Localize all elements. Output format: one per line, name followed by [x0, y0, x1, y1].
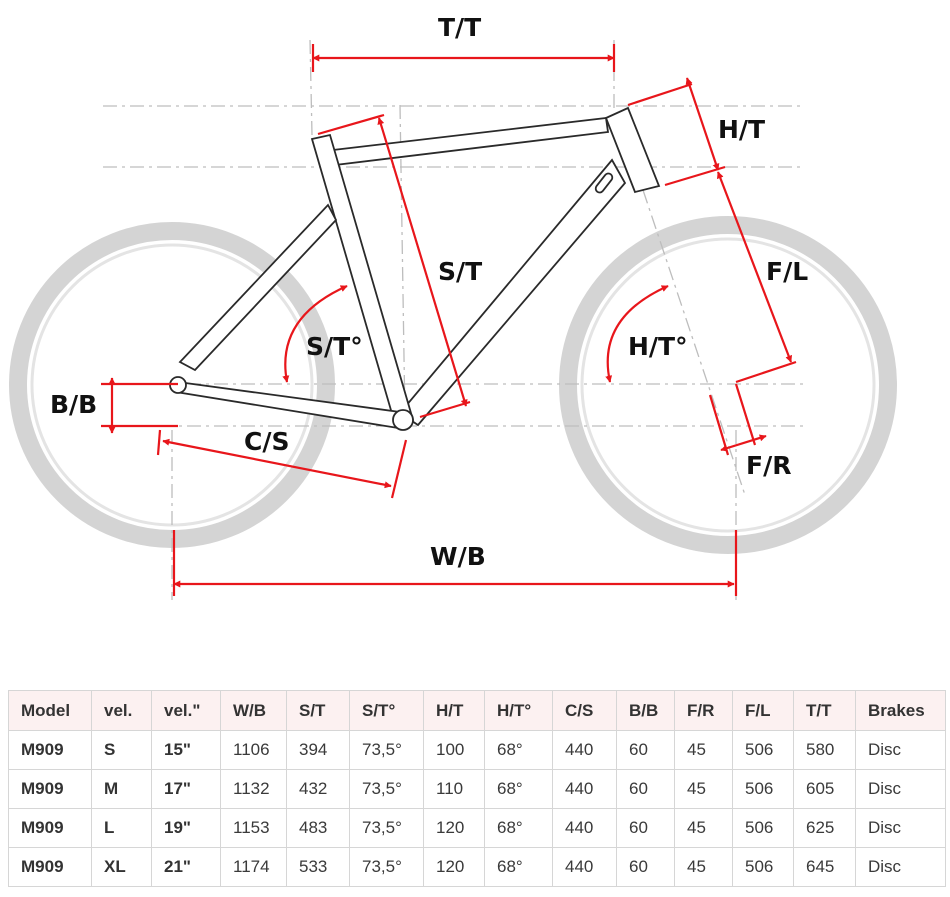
- table-cell: M909: [8, 808, 92, 848]
- label-ht: H/T: [718, 115, 765, 144]
- seat-stay: [178, 203, 338, 372]
- table-cell: 60: [616, 847, 675, 887]
- table-cell: 110: [423, 769, 485, 809]
- label-ht-angle: H/T°: [628, 332, 688, 361]
- table-cell: Disc: [855, 847, 946, 887]
- label-fl: F/L: [766, 257, 808, 286]
- table-cell: 73,5°: [349, 730, 424, 770]
- table-cell: 15": [151, 730, 221, 770]
- label-st-angle: S/T°: [306, 332, 363, 361]
- head-tube: [604, 106, 661, 194]
- table-cell: 45: [674, 769, 733, 809]
- column-header: S/T: [286, 690, 350, 731]
- table-cell: 440: [552, 730, 617, 770]
- table-cell: 605: [793, 769, 856, 809]
- label-fr: F/R: [746, 451, 791, 480]
- label-st: S/T: [438, 257, 482, 286]
- table-cell: 17": [151, 769, 221, 809]
- column-header: H/T°: [484, 690, 553, 731]
- table-cell: 73,5°: [349, 769, 424, 809]
- table-cell: 506: [732, 847, 794, 887]
- table-cell: 506: [732, 769, 794, 809]
- column-header: T/T: [793, 690, 856, 731]
- column-header: F/L: [732, 690, 794, 731]
- column-header: B/B: [616, 690, 675, 731]
- table-cell: 440: [552, 847, 617, 887]
- column-header: S/T°: [349, 690, 424, 731]
- dimension-lines: [101, 44, 797, 596]
- table-cell: 100: [423, 730, 485, 770]
- table-cell: 68°: [484, 769, 553, 809]
- table-cell: 440: [552, 769, 617, 809]
- table-cell: 21": [151, 847, 221, 887]
- table-cell: 60: [616, 808, 675, 848]
- bike-geometry-diagram: T/T H/T S/T F/L S/T° H/T° B/B C/S F/R W/…: [9, 13, 897, 600]
- table-cell: 60: [616, 769, 675, 809]
- table-cell: Disc: [855, 808, 946, 848]
- table-cell: 45: [674, 730, 733, 770]
- front-wheel: [559, 216, 897, 554]
- column-header: Brakes: [855, 690, 946, 731]
- table-cell: L: [91, 808, 152, 848]
- table-cell: 45: [674, 808, 733, 848]
- column-header: H/T: [423, 690, 485, 731]
- table-cell: 19": [151, 808, 221, 848]
- table-cell: M909: [8, 847, 92, 887]
- table-cell: 120: [423, 808, 485, 848]
- label-bb: B/B: [50, 390, 97, 419]
- top-tube: [331, 117, 610, 167]
- table-cell: 1153: [220, 808, 287, 848]
- table-cell: 68°: [484, 808, 553, 848]
- column-header: C/S: [552, 690, 617, 731]
- column-header: vel.: [91, 690, 152, 731]
- table-cell: M: [91, 769, 152, 809]
- table-cell: 506: [732, 730, 794, 770]
- table-cell: 68°: [484, 847, 553, 887]
- column-header: vel.": [151, 690, 221, 731]
- table-cell: 120: [423, 847, 485, 887]
- table-cell: Disc: [855, 730, 946, 770]
- table-cell: 506: [732, 808, 794, 848]
- table-cell: 483: [286, 808, 350, 848]
- table-cell: XL: [91, 847, 152, 887]
- table-cell: 1174: [220, 847, 287, 887]
- bike-frame: [169, 106, 661, 431]
- column-header: F/R: [674, 690, 733, 731]
- table-cell: 440: [552, 808, 617, 848]
- table-cell: 432: [286, 769, 350, 809]
- table-cell: 625: [793, 808, 856, 848]
- label-tt: T/T: [438, 13, 481, 42]
- table-cell: 73,5°: [349, 847, 424, 887]
- table-cell: 580: [793, 730, 856, 770]
- table-cell: 1106: [220, 730, 287, 770]
- column-header: W/B: [220, 690, 287, 731]
- table-cell: Disc: [855, 769, 946, 809]
- label-cs: C/S: [244, 427, 289, 456]
- table-cell: 645: [793, 847, 856, 887]
- bottom-bracket: [392, 409, 414, 431]
- label-wb: W/B: [430, 542, 486, 571]
- table-cell: 73,5°: [349, 808, 424, 848]
- table-cell: 533: [286, 847, 350, 887]
- table-cell: S: [91, 730, 152, 770]
- table-cell: 394: [286, 730, 350, 770]
- column-header: Model: [8, 690, 92, 731]
- table-cell: 45: [674, 847, 733, 887]
- table-cell: M909: [8, 769, 92, 809]
- table-cell: 1132: [220, 769, 287, 809]
- chain-stay: [174, 380, 402, 430]
- table-cell: 68°: [484, 730, 553, 770]
- table-cell: 60: [616, 730, 675, 770]
- table-cell: M909: [8, 730, 92, 770]
- guide-lines: [103, 39, 805, 600]
